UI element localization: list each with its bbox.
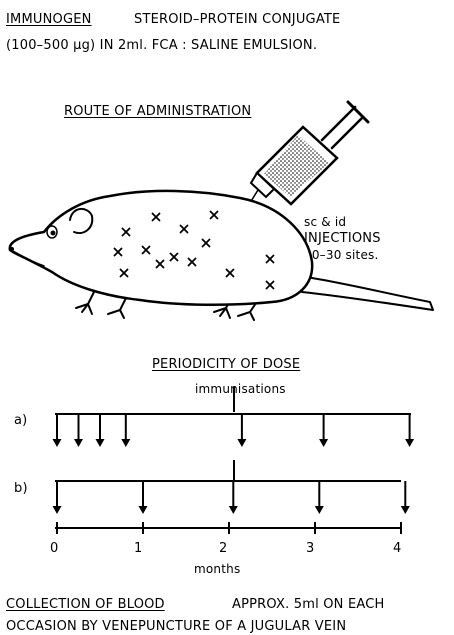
- injection-arrow: [229, 481, 238, 514]
- injection-arrow: [401, 481, 410, 514]
- injection-arrow: [96, 414, 105, 447]
- injection-arrow: [53, 414, 62, 447]
- injection-arrow: [405, 414, 414, 447]
- guinea-pig-icon: [10, 191, 433, 320]
- schedule-b-injections: [53, 481, 410, 514]
- injection-arrow: [315, 481, 324, 514]
- injection-arrow: [319, 414, 328, 447]
- injection-arrow: [237, 414, 246, 447]
- schedule-a-injections: [53, 414, 415, 447]
- injection-arrow: [53, 481, 62, 514]
- injection-arrow: [139, 481, 148, 514]
- injection-arrow: [74, 414, 83, 447]
- injection-arrow: [121, 414, 130, 447]
